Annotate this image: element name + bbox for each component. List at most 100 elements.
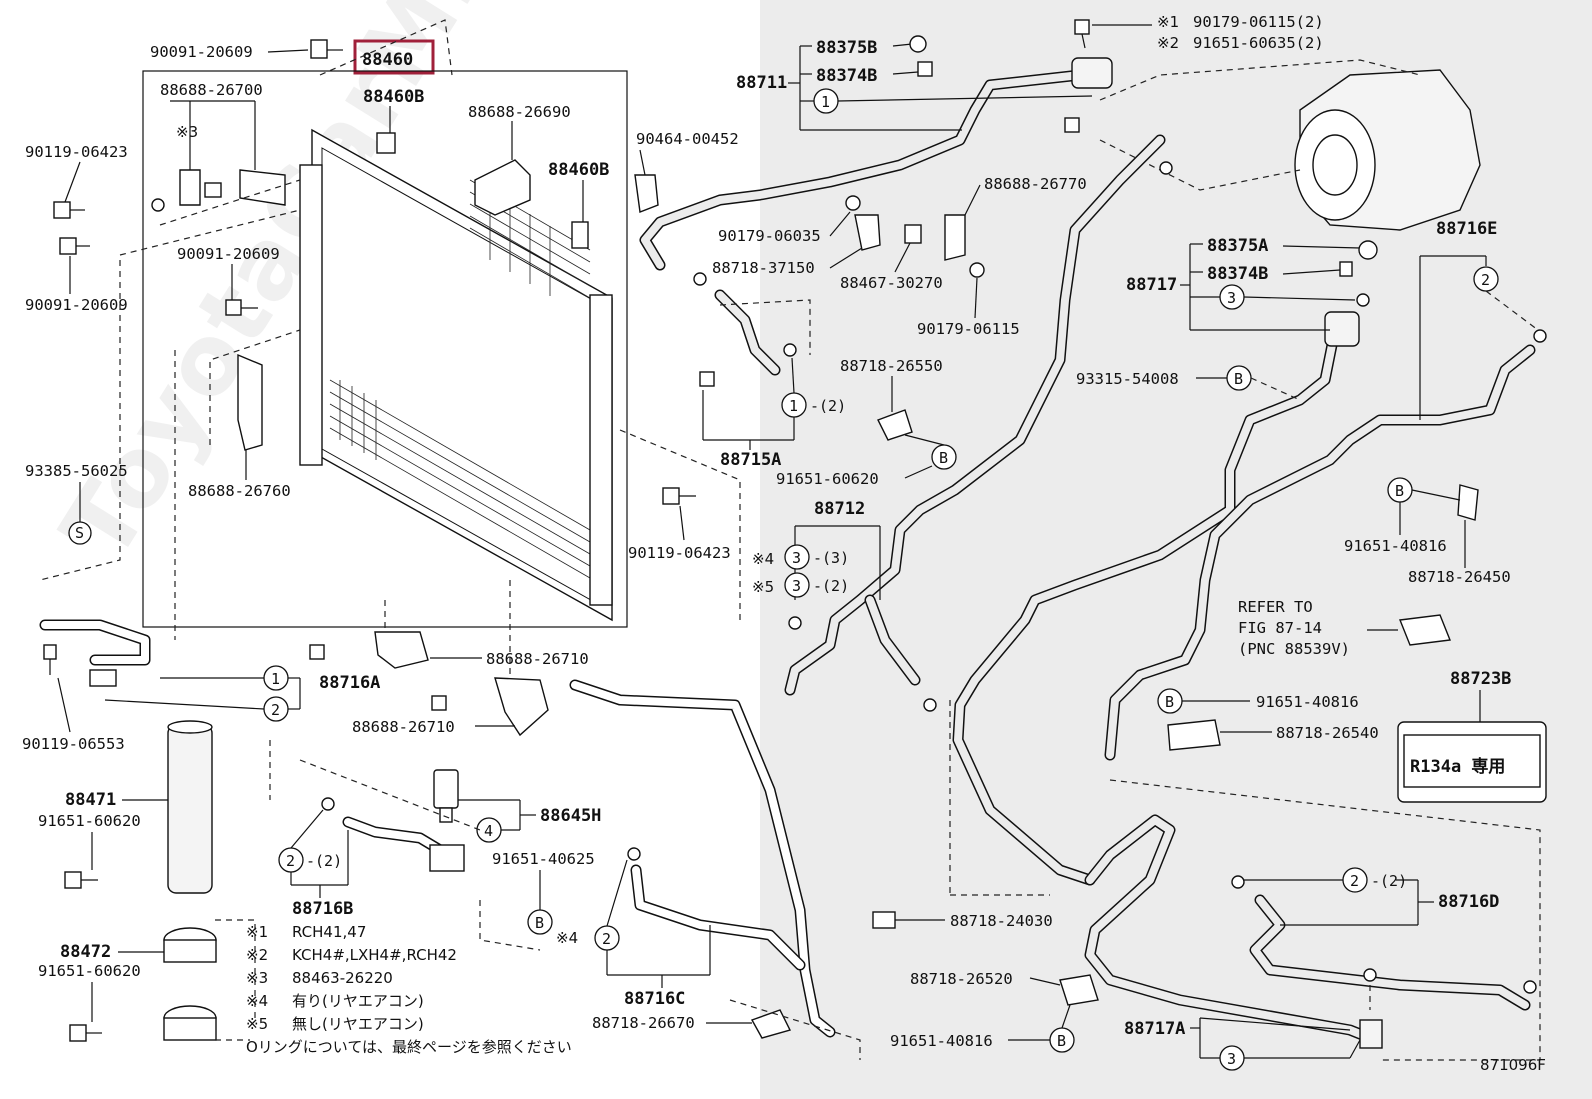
svg-text:B: B <box>1165 693 1174 711</box>
svg-text:B: B <box>1395 482 1404 500</box>
refer-bracket[interactable] <box>1399 614 1451 646</box>
clamp-88718-26540[interactable] <box>1167 719 1221 751</box>
pipe-88715A[interactable] <box>714 289 781 376</box>
bracket-88688-26770[interactable] <box>944 214 966 261</box>
svg-text:※3: ※3 <box>246 969 268 987</box>
label-90179-06115: 90179-06115 <box>917 320 1020 338</box>
hose-88716B[interactable] <box>342 816 465 872</box>
clamp-88718-26670[interactable] <box>750 1009 792 1039</box>
label-88712: 88712 <box>814 499 865 519</box>
svg-text:2: 2 <box>286 852 295 870</box>
bolt-note-mid[interactable] <box>1064 117 1080 133</box>
bracket-88688-26710-b[interactable] <box>494 677 549 737</box>
label-88688-26700: 88688-26700 <box>160 81 263 99</box>
hose-88716A[interactable] <box>39 619 151 687</box>
hose-88716E[interactable] <box>1104 344 1536 761</box>
svg-text:B: B <box>535 914 544 932</box>
label-88718-26670: 88718-26670 <box>592 1014 695 1032</box>
hose-88716D[interactable] <box>1249 894 1531 1011</box>
nut-90179-06115[interactable] <box>969 262 985 278</box>
valve-88374B-b[interactable] <box>1339 261 1353 277</box>
clamp-88718-26550[interactable] <box>877 409 913 441</box>
bolt-88716A-bottom[interactable] <box>431 695 447 711</box>
svg-text:B: B <box>939 449 948 467</box>
svg-text:R134a 専用: R134a 専用 <box>1410 757 1505 777</box>
clamp-88718-37150[interactable] <box>854 214 881 251</box>
bolt-88715A[interactable] <box>699 371 715 387</box>
bolt-90091-20609-left[interactable] <box>59 237 90 255</box>
clamp-88718-24030[interactable] <box>872 911 896 929</box>
bolt-note-top[interactable] <box>1074 19 1090 49</box>
svg-text:-(2): -(2) <box>1371 872 1407 890</box>
svg-text:-(3): -(3) <box>813 549 849 567</box>
hose-88712[interactable] <box>784 134 1166 696</box>
label-88717: 88717 <box>1126 275 1177 295</box>
clip-90464-00452[interactable] <box>634 174 659 213</box>
label-88645H: 88645H <box>540 806 601 826</box>
bolt-91651-60620-b[interactable] <box>69 1024 102 1042</box>
label-90091-20609-left: 90091-20609 <box>25 296 128 314</box>
label-88723B: 88723B <box>1450 669 1511 689</box>
hose-88716C[interactable] <box>569 679 836 1038</box>
svg-text:1: 1 <box>789 397 798 415</box>
label-88471: 88471 <box>65 790 116 810</box>
svg-text:※5: ※5 <box>246 1015 268 1033</box>
clamp-88718-26520[interactable] <box>1059 974 1099 1006</box>
label-88718-26550: 88718-26550 <box>840 357 943 375</box>
bracket-88688-26700[interactable] <box>151 169 286 212</box>
bolt-90091-20609-mid[interactable] <box>225 299 258 316</box>
bolt-90119-06553[interactable] <box>43 644 57 675</box>
label-91651-40625: 91651-40625 <box>492 850 595 868</box>
bracket-88688-26710-a[interactable] <box>374 631 429 669</box>
svg-text:3: 3 <box>1227 289 1236 307</box>
valve-88374B[interactable] <box>917 61 933 77</box>
svg-text:2: 2 <box>271 701 280 719</box>
nut-90179-06035[interactable] <box>845 195 861 211</box>
label-88460B-right: 88460B <box>548 160 609 180</box>
svg-text:1: 1 <box>271 670 280 688</box>
label-88718-26520: 88718-26520 <box>910 970 1013 988</box>
bracket-88460B-right[interactable] <box>571 221 589 249</box>
bracket-88472[interactable] <box>163 927 217 1041</box>
bolt-90119-06423-left[interactable] <box>53 201 85 219</box>
bolt-88716A-top[interactable] <box>309 644 325 660</box>
nut-88375A[interactable] <box>1358 240 1378 260</box>
hose-88717[interactable] <box>952 311 1360 886</box>
label-88472: 88472 <box>60 942 111 962</box>
pressure-switch-88645H[interactable] <box>433 769 459 823</box>
label-93315-54008: 93315-54008 <box>1076 370 1179 388</box>
refer-line-3: (PNC 88539V) <box>1238 640 1350 658</box>
nut-88375B[interactable] <box>909 35 927 53</box>
callout-x3: ※3 <box>176 123 198 141</box>
label-88716E: 88716E <box>1436 219 1497 239</box>
bolt-90119-06423-mid[interactable] <box>662 487 696 505</box>
bolt-91651-60620-a[interactable] <box>64 871 98 889</box>
label-93385-56025: 93385-56025 <box>25 462 128 480</box>
hose-88711[interactable] <box>639 57 1113 271</box>
bracket-88460B-top[interactable] <box>376 132 396 154</box>
bracket-88688-26690[interactable] <box>474 159 531 216</box>
receiver-88471[interactable] <box>167 720 213 894</box>
svg-text:2: 2 <box>1481 271 1490 289</box>
callout-x4-88716C: ※4 <box>556 929 578 947</box>
clip-88467-30270[interactable] <box>904 224 922 244</box>
bracket-88688-26760[interactable] <box>237 353 263 451</box>
main-part-number[interactable]: 88460 <box>362 50 413 70</box>
note2-part: 91651-60635(2) <box>1193 34 1324 52</box>
label-plate-88723B[interactable]: R134a 専用 <box>1397 721 1547 803</box>
svg-text:B: B <box>1234 370 1243 388</box>
clamp-88718-26450[interactable] <box>1457 484 1479 521</box>
compressor[interactable] <box>1294 69 1481 231</box>
label-88688-26690: 88688-26690 <box>468 103 571 121</box>
hose-88717A[interactable] <box>1084 814 1383 1049</box>
svg-text:88463-26220: 88463-26220 <box>292 969 393 987</box>
label-91651-40816-a: 91651-40816 <box>1344 537 1447 555</box>
svg-text:※4: ※4 <box>246 992 268 1010</box>
callout-3-88712-b <box>784 572 810 598</box>
svg-text:※2: ※2 <box>246 946 268 964</box>
bolt-90091-20609-top[interactable] <box>310 39 343 59</box>
label-91651-40816-b: 91651-40816 <box>1256 693 1359 711</box>
callout-B-91651-40625 <box>527 909 553 935</box>
label-88718-26540: 88718-26540 <box>1276 724 1379 742</box>
